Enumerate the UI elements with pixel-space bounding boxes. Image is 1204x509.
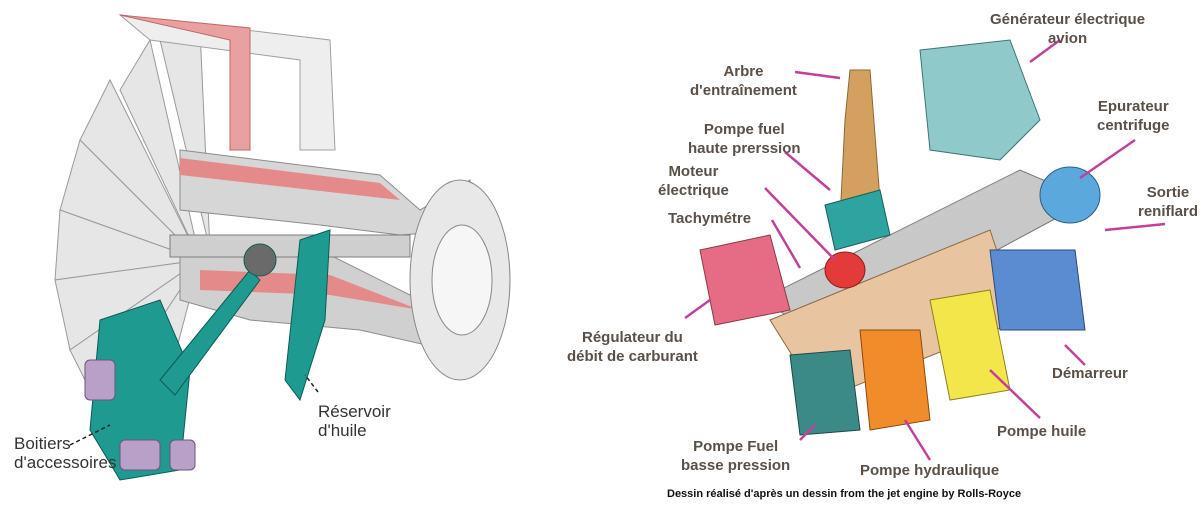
label-generateur-electrique: Générateur électrique avion	[990, 10, 1145, 48]
fuel-regulator-part	[700, 235, 790, 325]
label-demarreur: Démarreur	[1052, 364, 1128, 383]
label-pompe-fuel-hp: Pompe fuel haute prerssion	[688, 120, 801, 158]
label-arbre-entrainement: Arbre d'entraînement	[690, 62, 797, 100]
label-epurateur-centrifuge: Epurateur centrifuge	[1097, 97, 1170, 135]
figure-caption: Dessin réalisé d'après un dessin from th…	[667, 488, 1021, 500]
label-moteur-electrique: Moteur électrique	[658, 162, 729, 200]
label-sortie-reniflard: Sortie reniflard	[1138, 183, 1198, 221]
epurateur-part	[1040, 167, 1100, 223]
label-pompe-hydraulique: Pompe hydraulique	[860, 461, 999, 480]
label-pompe-fuel-bp: Pompe Fuel basse pression	[681, 437, 790, 475]
exhaust-inner	[432, 225, 492, 335]
starter-part	[990, 250, 1085, 330]
fuel-bp-pump-part	[790, 350, 860, 435]
label-tachymetre: Tachymétre	[668, 209, 751, 228]
generator-part	[920, 40, 1040, 160]
label-regulateur-debit: Régulateur du débit de carburant	[567, 328, 698, 366]
hydraulic-pump-part	[860, 330, 930, 430]
label-boitiers-accessoires: Boitiers d'accessoires	[14, 434, 116, 472]
label-pompe-huile: Pompe huile	[997, 422, 1086, 441]
label-reservoir-huile: Réservoir d'huile	[318, 402, 391, 440]
main-shaft	[170, 235, 410, 257]
